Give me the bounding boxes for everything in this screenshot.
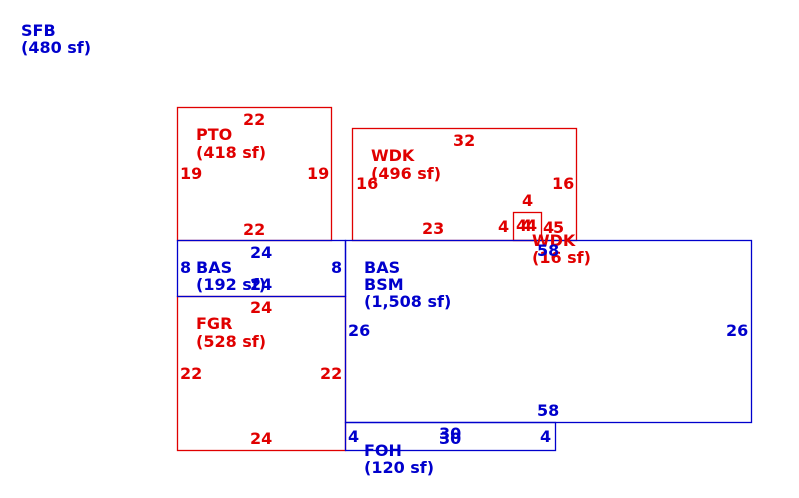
pto-dim-right: 19	[307, 164, 329, 183]
foh-size: (120 sf)	[364, 458, 434, 477]
wdk-small-code: WDK	[532, 231, 576, 250]
fgr-dim-right: 22	[320, 364, 342, 383]
sfb-code: SFB	[21, 21, 56, 40]
bas-main-dim-top: 58	[537, 241, 559, 260]
wdk-dim-notch: 4	[498, 217, 509, 236]
foh-code: FOH	[364, 441, 402, 460]
foh-dim-top: 30	[439, 424, 461, 443]
wdk-code: WDK	[371, 146, 415, 165]
bas-main-dim-left: 26	[348, 321, 370, 340]
foh-dim-right: 4	[540, 427, 551, 446]
bas-main-code2: BSM	[364, 275, 404, 294]
wdk-small-dim-a: 4	[516, 216, 527, 235]
pto-dim-top: 22	[243, 110, 265, 129]
bas-main-dim-right: 26	[726, 321, 748, 340]
bas-small-dim-bottom: 24	[250, 275, 272, 294]
bas-main-outline	[344, 239, 753, 424]
wdk-dim-right: 16	[552, 174, 574, 193]
fgr-code: FGR	[196, 314, 232, 333]
bas-small-code: BAS	[196, 258, 232, 277]
wdk-small-size: (16 sf)	[532, 248, 591, 267]
foh-outline	[344, 421, 557, 452]
bas-main-size: (1,508 sf)	[364, 292, 451, 311]
wdk-small-dim-b: 4	[521, 216, 532, 235]
fgr-dim-left: 22	[180, 364, 202, 383]
bas-main-dim-bottom: 58	[537, 401, 559, 420]
fgr-dim-top: 24	[250, 298, 272, 317]
wdk-small-dim-top: 4	[522, 191, 533, 210]
pto-code: PTO	[196, 125, 232, 144]
bas-small-dim-left: 8	[180, 258, 191, 277]
wdk-dim-bottom: 23	[422, 219, 444, 238]
pto-dim-left: 19	[180, 164, 202, 183]
foh-dim-bottom: 30	[439, 429, 461, 448]
fgr-dim-bottom: 24	[250, 429, 272, 448]
bas-small-size: (192 sf)	[196, 275, 266, 294]
wdk-size: (496 sf)	[371, 164, 441, 183]
wdk-small-dim-c: 4	[526, 216, 537, 235]
foh-dim-left: 4	[348, 427, 359, 446]
bas-small-dim-right: 8	[331, 258, 342, 277]
wdk-small-dim-e: 5	[553, 218, 564, 237]
pto-size: (418 sf)	[196, 143, 266, 162]
wdk-dim-left: 16	[356, 174, 378, 193]
fgr-size: (528 sf)	[196, 332, 266, 351]
bas-small-dim-top: 24	[250, 243, 272, 262]
wdk-small-dim-d: 4	[543, 218, 554, 237]
sfb-size: (480 sf)	[21, 38, 91, 57]
bas-main-code: BAS	[364, 258, 400, 277]
wdk-dim-top: 32	[453, 131, 475, 150]
pto-dim-bottom: 22	[243, 220, 265, 239]
